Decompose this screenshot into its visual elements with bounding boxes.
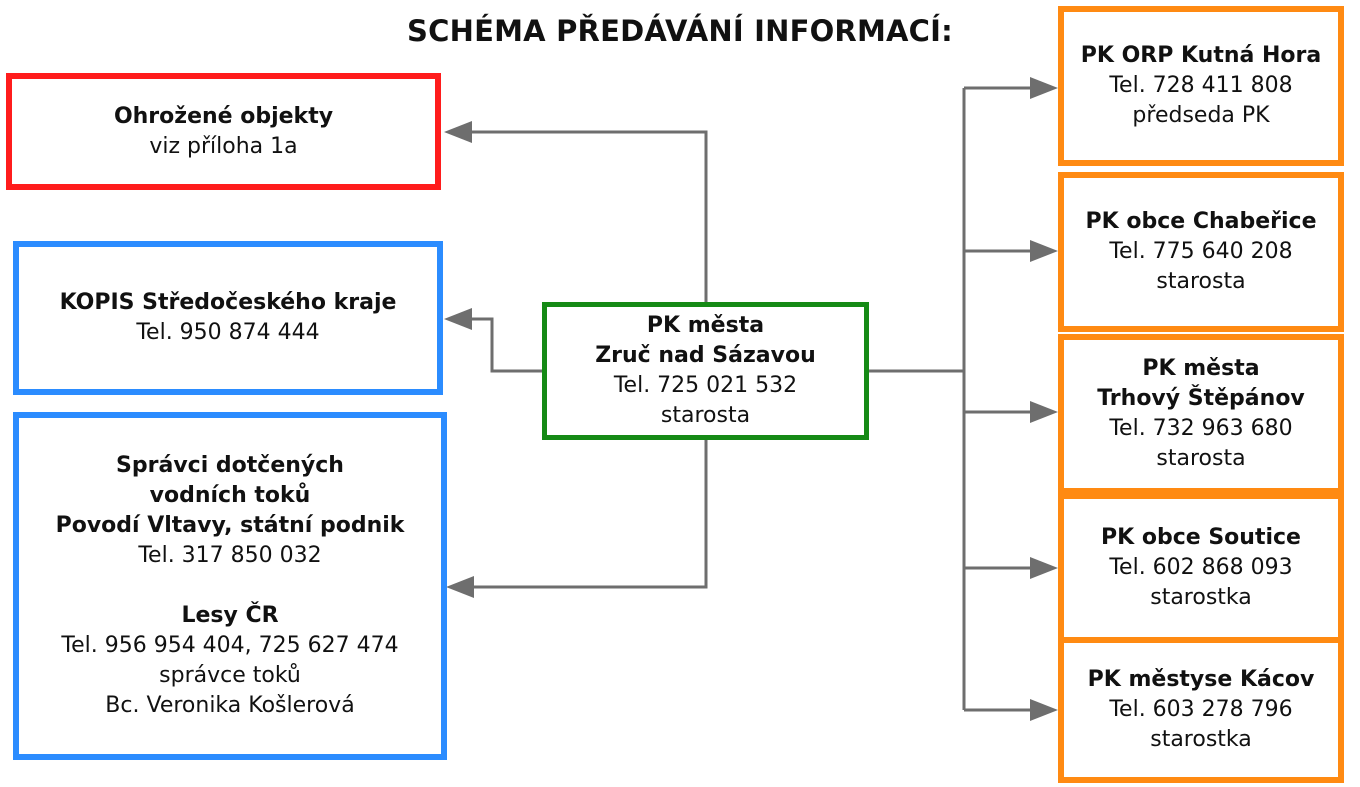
line-to-threatened: [470, 130, 708, 303]
diagram-title: SCHÉMA PŘEDÁVÁNÍ INFORMACÍ:: [407, 14, 953, 48]
kopis-phone: Tel. 950 874 444: [136, 320, 320, 345]
center-role: starosta: [660, 403, 751, 428]
managers-phone1: Tel. 317 850 032: [138, 543, 322, 568]
orp-box: PK ORP Kutná Hora Tel. 728 411 808 předs…: [1058, 6, 1344, 166]
managers-line2: vodních toků: [149, 483, 311, 508]
soutice-box: PK obce Soutice Tel. 602 868 093 starost…: [1058, 493, 1344, 643]
arrowhead-threatened: [444, 121, 472, 143]
line-to-managers: [470, 440, 708, 589]
arrowhead-chaberice: [1030, 240, 1058, 262]
trhovy-phone: Tel. 732 963 680: [1109, 416, 1293, 441]
watercourse-managers-box: Správci dotčených vodních toků Povodí Vl…: [13, 412, 447, 760]
kacov-name: PK městyse Kácov: [1087, 667, 1315, 692]
arrowhead-soutice: [1030, 557, 1058, 579]
managers-phone2: Tel. 956 954 404, 725 627 474: [61, 633, 399, 658]
kopis-box: KOPIS Středočeského kraje Tel. 950 874 4…: [13, 241, 443, 395]
kopis-name: KOPIS Středočeského kraje: [59, 290, 397, 315]
arrowhead-kacov: [1030, 699, 1058, 721]
kacov-phone: Tel. 603 278 796: [1109, 697, 1293, 722]
arrowhead-managers: [446, 576, 474, 598]
arrowhead-orp: [1030, 77, 1058, 99]
threatened-objects-name: Ohrožené objekty: [113, 103, 334, 129]
managers-line3: Povodí Vltavy, státní podnik: [55, 513, 405, 538]
arrowhead-kopis: [444, 308, 472, 330]
orp-role: předseda PK: [1132, 103, 1270, 128]
chaberice-phone: Tel. 775 640 208: [1109, 239, 1293, 264]
center-phone: Tel. 725 021 532: [613, 373, 798, 398]
threatened-objects-box: Ohrožené objekty viz příloha 1a: [6, 73, 441, 190]
center-box: PK města Zruč nad Sázavou Tel. 725 021 5…: [542, 302, 869, 440]
orp-phone: Tel. 728 411 808: [1109, 73, 1293, 98]
trhovy-line1: PK města: [1142, 356, 1260, 381]
managers-role2: správce toků: [159, 663, 301, 688]
orp-name: PK ORP Kutná Hora: [1080, 43, 1322, 68]
chaberice-name: PK obce Chabeřice: [1085, 209, 1317, 234]
kacov-role: starostka: [1150, 727, 1252, 752]
trhovy-line2: Trhový Štěpánov: [1097, 386, 1305, 411]
managers-person: Bc. Veronika Košlerová: [105, 693, 355, 718]
trhovy-stepanov-box: PK města Trhový Štěpánov Tel. 732 963 68…: [1058, 334, 1344, 494]
soutice-name: PK obce Soutice: [1101, 525, 1301, 550]
managers-name2: Lesy ČR: [181, 603, 279, 628]
soutice-phone: Tel. 602 868 093: [1109, 555, 1293, 580]
arrowhead-trhovy: [1030, 401, 1058, 423]
trhovy-role: starosta: [1156, 446, 1246, 471]
chaberice-box: PK obce Chabeřice Tel. 775 640 208 staro…: [1058, 172, 1344, 332]
threatened-objects-note: viz příloha 1a: [149, 133, 298, 159]
center-line1: PK města: [646, 313, 765, 338]
soutice-role: starostka: [1150, 585, 1252, 610]
managers-line1: Správci dotčených: [116, 453, 344, 478]
kacov-box: PK městyse Kácov Tel. 603 278 796 staros…: [1058, 637, 1344, 783]
line-to-kopis: [470, 317, 544, 373]
chaberice-role: starosta: [1156, 269, 1246, 294]
center-line2: Zruč nad Sázavou: [595, 343, 816, 368]
